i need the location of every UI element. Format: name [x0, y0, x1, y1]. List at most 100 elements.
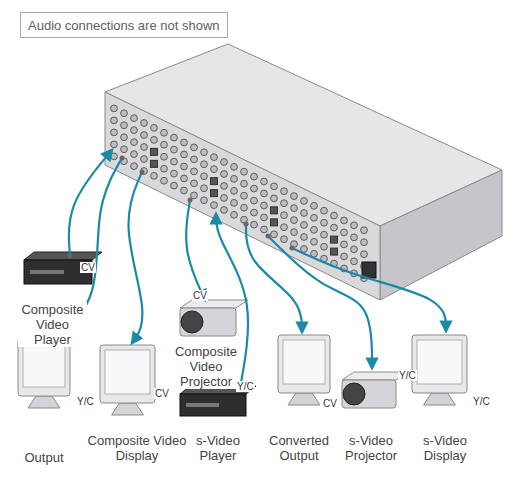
digital-port: [271, 207, 278, 214]
bnc-connector: [111, 153, 118, 160]
bnc-connector: [341, 253, 348, 260]
cable-plug: [290, 246, 295, 251]
bnc-connector: [231, 187, 238, 194]
bnc-connector: [311, 214, 318, 221]
bnc-connector: [261, 202, 268, 209]
bnc-connector: [151, 136, 158, 143]
connector-array: [111, 105, 368, 282]
bnc-connector: [191, 192, 198, 199]
monitor-icon: [278, 335, 330, 405]
signal-label: CV: [192, 290, 208, 301]
device-node: Composite Video Display: [78, 433, 196, 464]
device-label: Composite Video Player: [18, 302, 87, 347]
device-node: Output: [12, 448, 76, 466]
bnc-connector: [281, 224, 288, 231]
bnc-connector: [111, 141, 118, 148]
bnc-connector: [161, 141, 168, 148]
bnc-connector: [151, 172, 158, 179]
bnc-connector: [161, 129, 168, 136]
bnc-connector: [201, 149, 208, 156]
cable-plug: [140, 170, 145, 175]
bnc-connector: [211, 154, 218, 161]
monitor-screen: [23, 343, 65, 387]
video-cable: [69, 150, 112, 256]
signal-label: CV: [80, 262, 96, 273]
cable-plug: [244, 222, 249, 227]
player-body: [180, 394, 246, 416]
device-label: Converted Output: [262, 433, 336, 463]
bnc-connector: [301, 198, 308, 205]
bnc-connector: [351, 246, 358, 253]
monitor-frame: [100, 345, 155, 403]
bnc-connector: [361, 251, 368, 258]
bnc-connector: [321, 207, 328, 214]
bnc-connector: [171, 146, 178, 153]
bnc-connector: [201, 173, 208, 180]
switcher-side: [380, 170, 502, 300]
monitor-stand: [288, 393, 320, 405]
device-label: Composite Video Projector: [172, 344, 240, 389]
video-cable: [129, 172, 143, 343]
bnc-connector: [281, 200, 288, 207]
bnc-connector: [221, 159, 228, 166]
signal-label: CV: [322, 398, 338, 409]
bnc-connector: [241, 168, 248, 175]
bnc-connector: [291, 217, 298, 224]
bnc-connector: [161, 153, 168, 160]
monitor-screen: [283, 340, 325, 384]
bnc-connector: [351, 258, 358, 265]
bnc-connector: [301, 210, 308, 217]
bnc-connector: [131, 151, 138, 158]
bnc-connector: [311, 202, 318, 209]
player-top: [24, 252, 102, 260]
bnc-connector: [231, 199, 238, 206]
signal-label: CV: [154, 388, 170, 399]
player-tray: [186, 403, 219, 407]
device-label: s-Video Player: [186, 433, 250, 463]
bnc-connector: [111, 117, 118, 124]
signal-label: Y/C: [398, 370, 417, 381]
player-icon: [24, 252, 102, 284]
bnc-connector: [231, 175, 238, 182]
bnc-connector: [121, 146, 128, 153]
bnc-connector: [171, 182, 178, 189]
note-text: Audio connections are not shown: [27, 18, 221, 34]
bnc-connector: [121, 122, 128, 129]
bnc-connector: [141, 144, 148, 151]
bnc-connector: [261, 214, 268, 221]
bnc-connector: [141, 156, 148, 163]
power-socket: [362, 262, 376, 278]
digital-port: [151, 148, 158, 155]
bnc-connector: [281, 236, 288, 243]
digital-port: [211, 178, 218, 185]
projector-lens: [181, 311, 203, 333]
bnc-connector: [211, 166, 218, 173]
bnc-connector: [181, 175, 188, 182]
device-node: Converted Output: [262, 433, 336, 464]
bnc-connector: [341, 241, 348, 248]
monitor-icon: [18, 338, 70, 408]
bnc-connector: [191, 144, 198, 151]
monitor-icon: [412, 335, 467, 405]
video-cable: [268, 236, 372, 368]
bnc-connector: [271, 183, 278, 190]
signal-label: Y/C: [76, 396, 95, 407]
bnc-connector: [221, 183, 228, 190]
signal-label: Y/C: [472, 396, 491, 407]
digital-port: [271, 219, 278, 226]
monitor-screen: [417, 340, 462, 384]
bnc-connector: [331, 212, 338, 219]
device-node: Composite Video Player: [18, 302, 87, 348]
bnc-connector: [121, 134, 128, 141]
bnc-connector: [241, 180, 248, 187]
cable-plug: [188, 198, 193, 203]
digital-port: [331, 236, 338, 243]
bnc-connector: [341, 229, 348, 236]
bnc-connector: [131, 163, 138, 170]
video-cable: [246, 224, 302, 332]
bnc-connector: [121, 110, 128, 117]
device-label: s-Video Display: [412, 433, 478, 463]
video-cable: [186, 200, 205, 300]
